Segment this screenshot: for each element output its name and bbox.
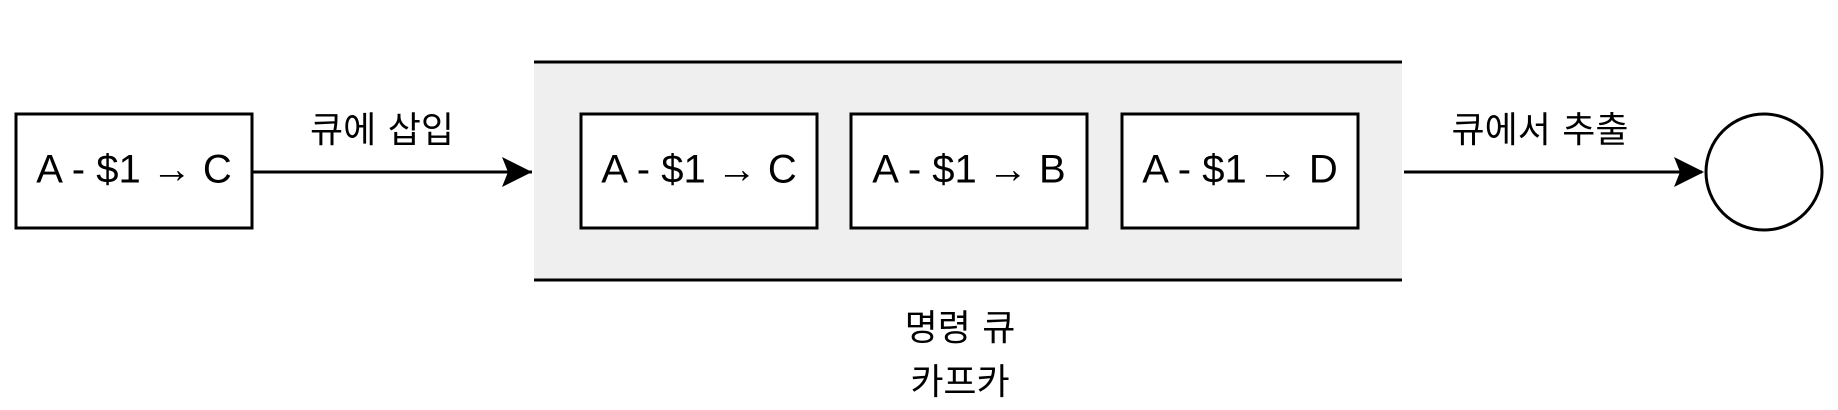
- queue-item-2: A - $1 → B: [849, 112, 1089, 230]
- insert-edge-label: 큐에 삽입: [310, 110, 454, 151]
- queue-item-1: A - $1 → C: [579, 112, 819, 230]
- insert-edge: 큐에 삽입: [252, 110, 532, 187]
- queue-caption-line1: 명령 큐: [905, 308, 1016, 349]
- queue-item-3-label: A - $1 → D: [1142, 148, 1338, 192]
- insert-arrowhead: [502, 157, 532, 187]
- queue-item-2-label: A - $1 → B: [872, 148, 1065, 192]
- source-node-label: A - $1 → C: [36, 148, 232, 192]
- source-node: A - $1 → C: [14, 112, 254, 230]
- queue-item-1-label: A - $1 → C: [601, 148, 797, 192]
- queue-caption-line2: 카프카: [910, 362, 1009, 403]
- queue-item-3: A - $1 → D: [1120, 112, 1360, 230]
- sink-node: [1704, 112, 1824, 232]
- extract-edge-label: 큐에서 추출: [1451, 110, 1628, 151]
- extract-edge: 큐에서 추출: [1404, 110, 1704, 187]
- extract-arrowhead: [1674, 157, 1704, 187]
